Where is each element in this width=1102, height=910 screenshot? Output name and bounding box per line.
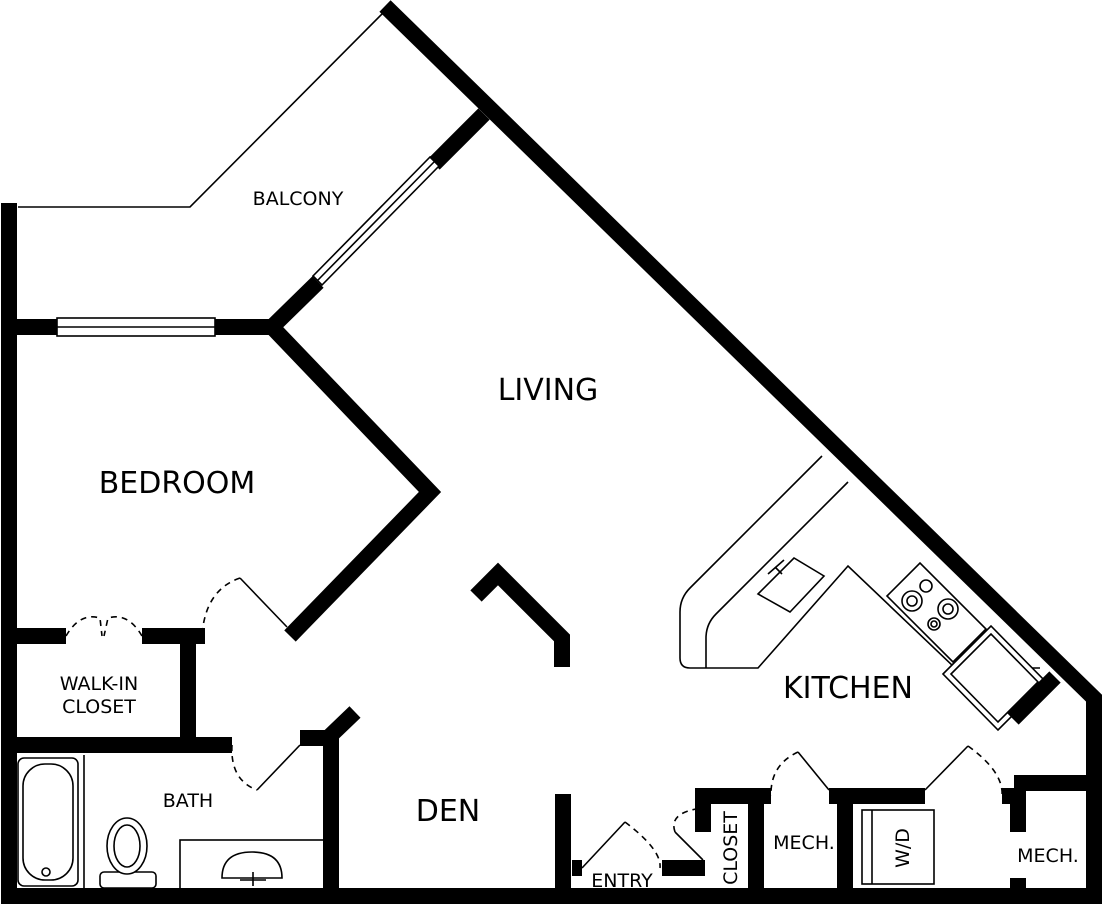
bedroom-door-leaf — [239, 577, 288, 628]
room-labels: BALCONY LIVING BEDROOM KITCHEN WALK-IN C… — [60, 188, 1079, 892]
label-living: LIVING — [498, 373, 599, 408]
closet-door-arc — [673, 807, 704, 833]
utility-walls — [572, 775, 1094, 896]
label-bath: BATH — [163, 790, 213, 812]
mech-door-leaf — [797, 751, 830, 791]
bath-door-arc — [231, 744, 258, 791]
bedroom-walls — [9, 321, 442, 753]
den-partition — [470, 562, 570, 667]
mech-door-arc — [770, 751, 799, 797]
label-bedroom: BEDROOM — [99, 466, 256, 501]
closet-door-arc-left — [65, 616, 103, 637]
bath-walls — [300, 706, 361, 896]
bath-sink — [221, 851, 283, 879]
living-balcony-wall — [266, 108, 490, 333]
entry-door-leaf — [581, 821, 626, 869]
wd-door-leaf — [924, 745, 969, 791]
label-washer-dryer: W/D — [892, 828, 914, 868]
label-walkin-line1: WALK-IN — [60, 673, 138, 695]
stove — [885, 561, 988, 664]
label-entry: ENTRY — [591, 870, 653, 892]
label-balcony: BALCONY — [253, 188, 344, 210]
kitchen-sink — [756, 556, 826, 614]
vanity — [179, 839, 326, 891]
label-mech-right: MECH. — [1017, 845, 1079, 867]
burner-2 — [919, 579, 933, 593]
pantry-wall — [1007, 671, 1061, 725]
entry-door-arc — [624, 821, 661, 869]
bath-door-leaf — [256, 744, 301, 791]
bedroom-door-arc — [201, 577, 241, 637]
label-walkin-line2: CLOSET — [62, 696, 136, 718]
wd-door-arc — [967, 745, 1003, 797]
toilet-seat — [113, 824, 141, 868]
bedroom-north-wall — [9, 317, 272, 337]
label-closet: CLOSET — [720, 811, 742, 885]
kitchen-counter — [679, 455, 1040, 669]
kitchen-faucet-spout — [774, 566, 783, 575]
closet-door-arc-right — [103, 616, 143, 637]
tub-drain — [41, 867, 51, 877]
bath-fixtures — [17, 755, 326, 891]
balcony-outline — [18, 13, 383, 208]
washer-dryer — [861, 809, 935, 885]
label-kitchen: KITCHEN — [783, 671, 913, 706]
label-mech-left: MECH. — [773, 832, 835, 854]
closet-door-leaf — [674, 831, 704, 861]
label-den: DEN — [416, 794, 481, 829]
bathtub-basin — [22, 763, 74, 881]
